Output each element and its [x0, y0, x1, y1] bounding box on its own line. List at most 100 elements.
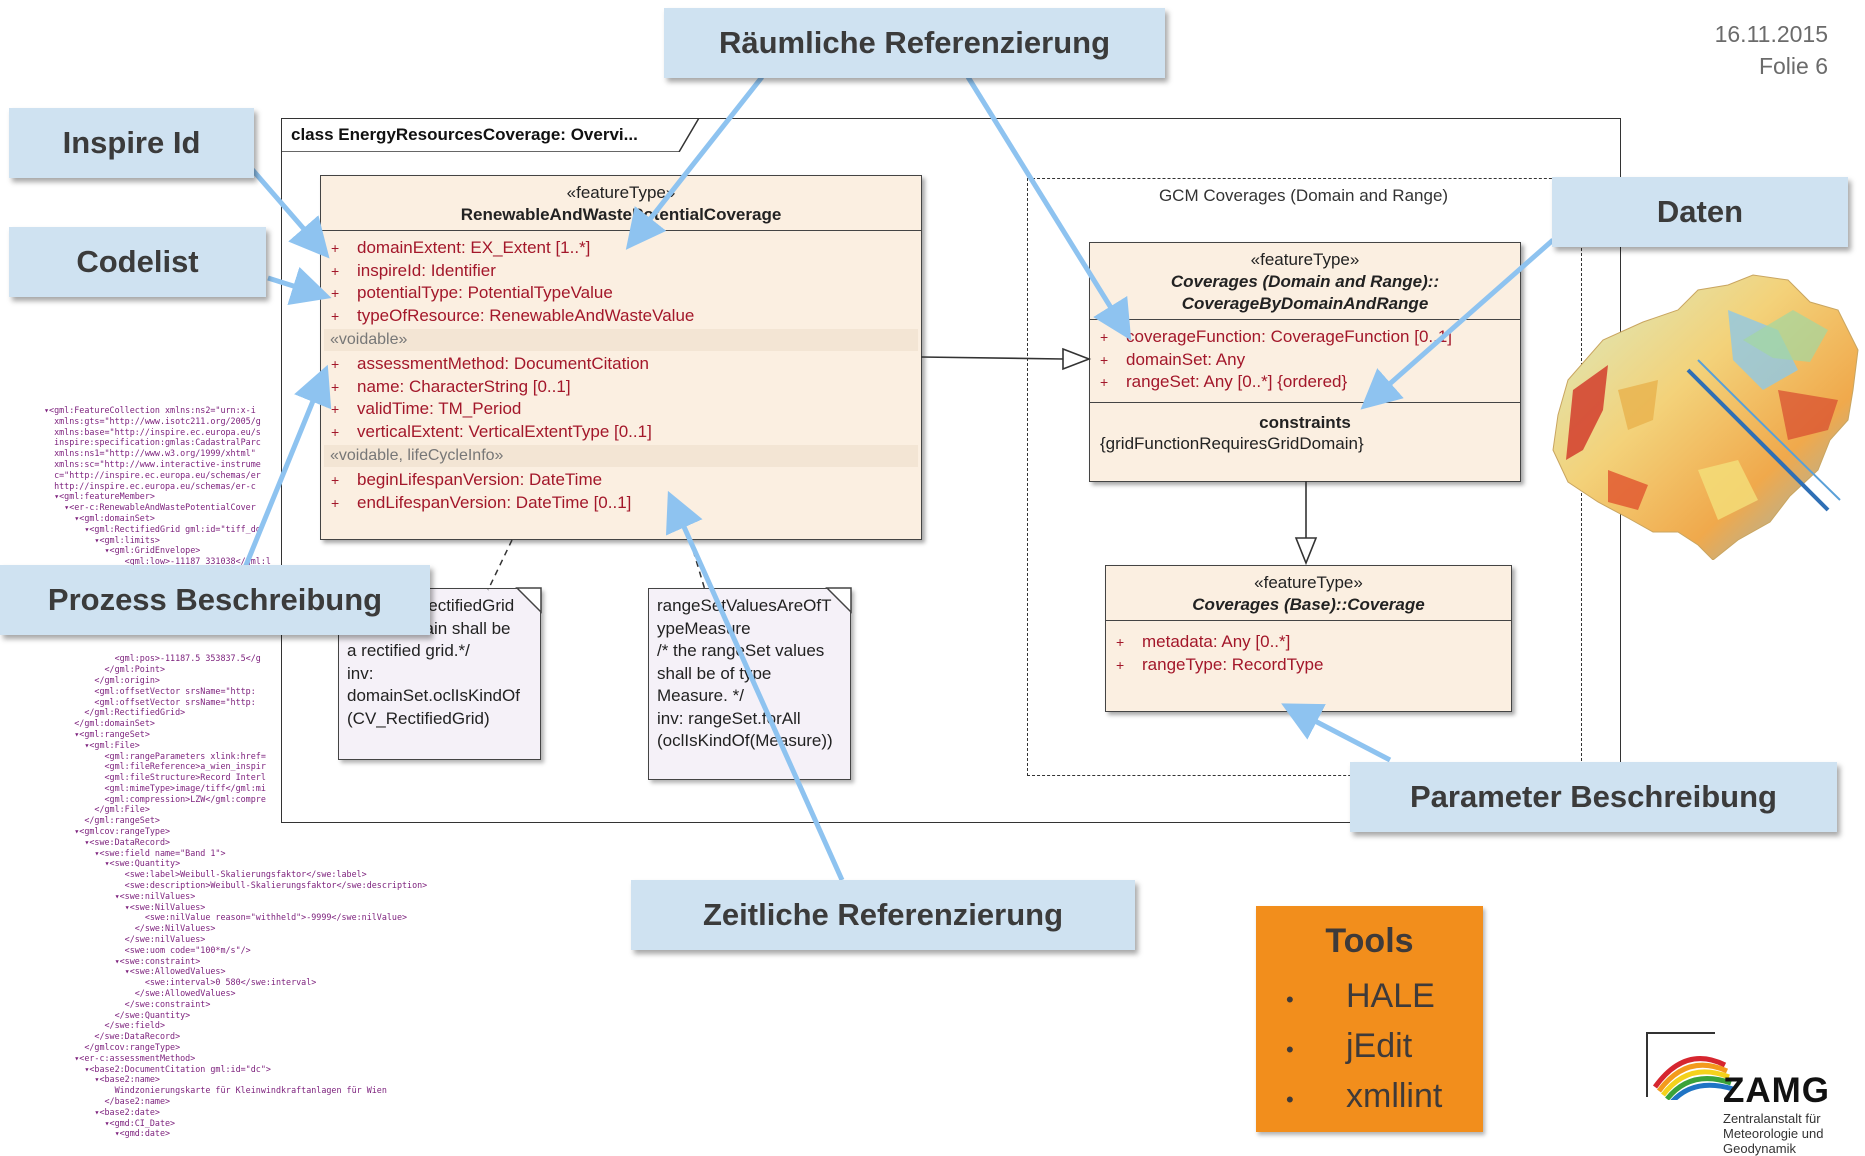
attribute-row: +typeOfResource: RenewableAndWasteValue: [331, 305, 695, 325]
base-class-stereotype: «featureType»: [1254, 573, 1363, 592]
xml-line: Windzonierungskarte für Kleinwindkraftan…: [44, 1085, 387, 1096]
zamg-logo-subtitle: Zentralanstalt für Meteorologie und Geod…: [1723, 1111, 1824, 1156]
callout-zeitliche-referenzierung: Zeitliche Referenzierung: [631, 880, 1135, 950]
constraint-note-range: rangeSetValuesAreOfT ypeMeasure /* the r…: [648, 588, 851, 780]
tools-item: •xmllint: [1286, 1077, 1443, 1115]
attribute-text: name: CharacterString [0..1]: [357, 376, 571, 396]
arrow-raeumlich-main: [625, 75, 764, 250]
attribute-row: +domainSet: Any: [1100, 349, 1246, 369]
xml-line: <gml:rangeParameters xlink:href=: [44, 750, 266, 761]
xml-line: ▾<swe:Quantity>: [44, 858, 181, 869]
main-class-box[interactable]: «featureType» RenewableAndWastePotential…: [320, 175, 922, 540]
xml-line: ▾<gml:RectifiedGrid gml:id="tiff_do: [44, 523, 261, 534]
xml-line: ▾<swe:NilValues>: [44, 901, 206, 912]
xml-line: ▾<gml:File>: [44, 739, 140, 750]
xml-line: xmlns:sc="http://www.interactive-instrum…: [44, 458, 261, 469]
xml-line: xmlns:ns1="http://www.w3.org/1999/xhtml": [44, 448, 256, 459]
xml-line: </swe:nilValues>: [44, 934, 206, 945]
attribute-text: endLifespanVersion: DateTime [0..1]: [357, 492, 632, 512]
attribute-row: +verticalExtent: VerticalExtentType [0..…: [331, 421, 652, 441]
generalization-arrowhead: [1294, 537, 1318, 566]
attribute-row: +inspireId: Identifier: [331, 260, 496, 280]
main-class-name: RenewableAndWastePotentialCoverage: [460, 205, 782, 224]
frame-tab-shape: [281, 118, 700, 152]
note-link: [689, 539, 706, 591]
xml-line: <swe:nilValue reason="withheld">-9999</s…: [44, 912, 408, 923]
xml-line: <gml:low>-11187 331038</gml:l: [44, 556, 271, 567]
constraints-label: constraints: [1259, 412, 1351, 432]
xml-line: </gml:domainSet>: [44, 718, 155, 729]
constraint-text: {gridFunctionRequiresGridDomain}: [1100, 433, 1364, 453]
xml-line: </gml:Point>: [44, 664, 166, 675]
xml-line: ▾<gml:featureMember>: [44, 491, 155, 502]
xml-line: ▾<base2:name>: [44, 1074, 160, 1085]
tools-title: Tools: [1325, 922, 1414, 960]
arrow-raeumlich-coverage: [965, 75, 1132, 341]
tools-item: •jEdit: [1286, 1027, 1413, 1065]
xml-line: ▾<gml:limits>: [44, 534, 160, 545]
attribute-text: domainSet: Any: [1126, 349, 1246, 369]
coverage-class-header: «featureType» Coverages (Domain and Rang…: [1090, 243, 1520, 320]
xml-line: </swe:DataRecord>: [44, 1031, 181, 1042]
attribute-text: coverageFunction: CoverageFunction [0..1…: [1126, 327, 1453, 346]
xml-line: c="http://inspire.ec.europa.eu/schemas/e…: [44, 469, 261, 480]
attribute-text: potentialType: PotentialTypeValue: [357, 283, 613, 302]
attribute-text: beginLifespanVersion: DateTime: [357, 470, 603, 489]
callout-parameter-beschreibung: Parameter Beschreibung: [1350, 762, 1837, 832]
coverage-class-name-1: Coverages (Domain and Range)::: [1170, 272, 1440, 291]
xml-line: </gml:RectifiedGrid>: [44, 707, 186, 718]
generalization-line: [920, 356, 1064, 360]
vienna-data-map: [1552, 274, 1859, 560]
arrow-inspire-id: [248, 165, 330, 259]
attribute-row: +rangeSet: Any [0..*] {ordered}: [1100, 372, 1348, 391]
attribute-row: +domainExtent: EX_Extent [1..*]: [331, 238, 591, 257]
xml-line: <gml:fileReference>a_wien_inspir: [44, 761, 266, 772]
xml-line: ▾<gmd:CI_Date>: [44, 1117, 176, 1128]
attribute-text: validTime: TM_Period: [357, 399, 522, 418]
coverage-class-stereotype: «featureType»: [1250, 250, 1360, 269]
xml-line: ▾<gmlcov:rangeType>: [44, 826, 171, 837]
coverage-class-name-2: CoverageByDomainAndRange: [1181, 294, 1429, 313]
attribute-text: inspireId: Identifier: [357, 260, 496, 280]
xml-line: <gml:mimeType>image/tiff</gml:mi: [44, 782, 266, 793]
gcm-package-title: GCM Coverages (Domain and Range): [1158, 186, 1449, 205]
base-coverage-class-box[interactable]: «featureType» Coverages (Base)::Coverage…: [1105, 565, 1512, 712]
main-class-header: «featureType» RenewableAndWastePotential…: [321, 176, 921, 231]
xml-line: <gml:fileStructure>Record Interl: [44, 772, 266, 783]
xml-line: ▾<gmd:date>: [44, 1128, 171, 1139]
coverage-class-box[interactable]: «featureType» Coverages (Domain and Rang…: [1089, 242, 1521, 482]
arrow-codelist: [267, 266, 332, 306]
xml-line: </gml:origin>: [44, 674, 160, 685]
xml-line: ▾<swe:AllowedValues>: [44, 966, 226, 977]
attribute-row: +name: CharacterString [0..1]: [331, 376, 571, 396]
slide-number: Folie 6: [1758, 53, 1828, 79]
attribute-row: +potentialType: PotentialTypeValue: [331, 283, 613, 302]
note-fold: [515, 587, 542, 614]
xml-line: ▾<gml:GridEnvelope>: [44, 545, 201, 556]
attribute-text: rangeSet: Any [0..*] {ordered}: [1126, 372, 1348, 391]
xml-line: ▾<er-c:assessmentMethod>: [44, 1052, 196, 1063]
base-class-name: Coverages (Base)::Coverage: [1192, 595, 1425, 614]
xml-line: </swe:field>: [44, 1020, 166, 1031]
xml-line: ▾<gml:FeatureCollection xmlns:ns2="urn:x…: [44, 405, 256, 415]
xml-line: <gml:compression>LZW</gml:compre: [44, 793, 266, 804]
tools-list: •HALE •jEdit •xmllint: [1256, 973, 1483, 1123]
tools-item-label: jEdit: [1346, 1027, 1413, 1065]
slide-date: 16.11.2015: [1714, 21, 1828, 47]
frame-title: class EnergyResourcesCoverage: Overvi...: [291, 125, 638, 144]
attribute-row: +endLifespanVersion: DateTime [0..1]: [331, 492, 632, 512]
tools-item-label: xmllint: [1346, 1077, 1443, 1115]
xml-line: <swe:label>Weibull-Skalierungsfaktor</sw…: [44, 869, 367, 880]
voidable-label: «voidable»: [324, 329, 918, 351]
tools-item-label: HALE: [1346, 977, 1435, 1015]
attribute-text: metadata: Any [0..*]: [1142, 632, 1291, 651]
arrow-daten: [1360, 238, 1555, 410]
xml-line: </swe:NilValues>: [44, 923, 216, 934]
attribute-text: domainExtent: EX_Extent [1..*]: [357, 238, 591, 257]
xml-line: <swe:description>Weibull-Skalierungsfakt…: [44, 880, 428, 891]
xml-line: </gmlcov:rangeType>: [44, 1042, 181, 1053]
xml-line: xmlns:base="http://inspire.ec.europa.eu/…: [44, 426, 261, 437]
callout-inspire-id: Inspire Id: [9, 108, 254, 178]
xml-line: ▾<swe:DataRecord>: [44, 836, 171, 847]
attribute-text: rangeType: RecordType: [1142, 654, 1324, 674]
